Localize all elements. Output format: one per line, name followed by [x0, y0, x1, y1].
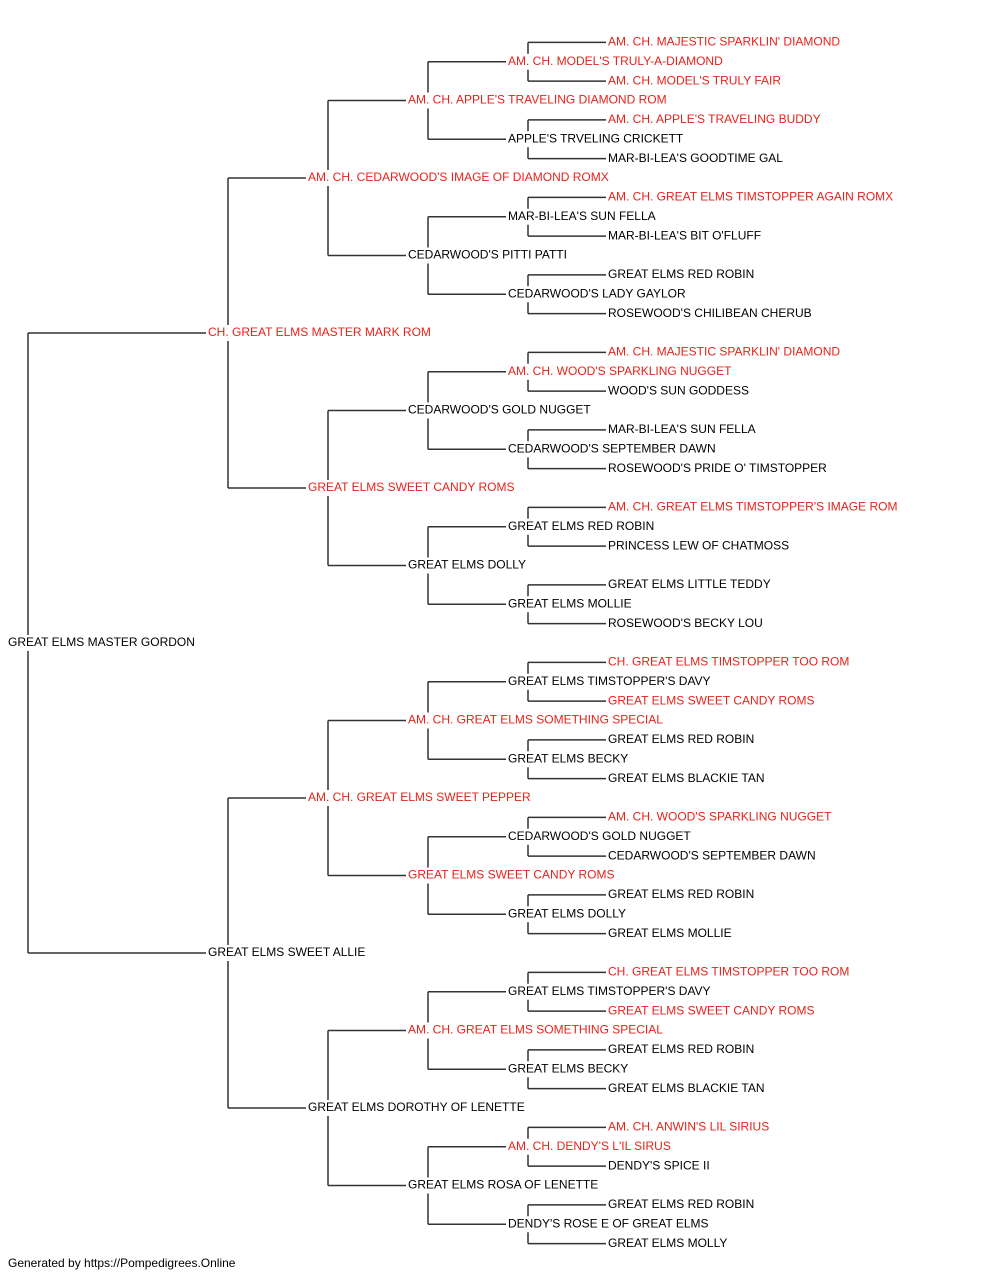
pedigree-name: CEDARWOOD'S SEPTEMBER DAWN	[608, 848, 816, 862]
pedigree-name: DENDY'S SPICE II	[608, 1158, 710, 1172]
pedigree-name: ROSEWOOD'S CHILIBEAN CHERUB	[608, 306, 812, 320]
pedigree-name: AM. CH. APPLE'S TRAVELING BUDDY	[608, 112, 821, 126]
pedigree-name: AM. CH. GREAT ELMS SWEET PEPPER	[308, 790, 531, 804]
pedigree-name: MAR-BI-LEA'S GOODTIME GAL	[608, 151, 783, 165]
pedigree-name: AM. CH. GREAT ELMS SOMETHING SPECIAL	[408, 713, 663, 727]
pedigree-name: AM. CH. MODEL'S TRULY-A-DIAMOND	[508, 54, 723, 68]
pedigree-name: GREAT ELMS DOLLY	[408, 558, 526, 572]
pedigree-name: AM. CH. WOOD'S SPARKLING NUGGET	[508, 364, 732, 378]
pedigree-name: WOOD'S SUN GODDESS	[608, 383, 749, 397]
pedigree-name: GREAT ELMS RED ROBIN	[608, 267, 754, 281]
pedigree-name: MAR-BI-LEA'S BIT O'FLUFF	[608, 228, 761, 242]
pedigree-name: GREAT ELMS RED ROBIN	[508, 519, 654, 533]
pedigree-name: GREAT ELMS RED ROBIN	[608, 1042, 754, 1056]
pedigree-name: GREAT ELMS BLACKIE TAN	[608, 1081, 765, 1095]
pedigree-name: PRINCESS LEW OF CHATMOSS	[608, 538, 789, 552]
pedigree-name: GREAT ELMS TIMSTOPPER'S DAVY	[508, 984, 711, 998]
pedigree-name: GREAT ELMS RED ROBIN	[608, 887, 754, 901]
pedigree-name: GREAT ELMS SWEET CANDY ROMS	[608, 1003, 814, 1017]
pedigree-name: AM. CH. GREAT ELMS TIMSTOPPER AGAIN ROMX	[608, 190, 893, 204]
pedigree-name: DENDY'S ROSE E OF GREAT ELMS	[508, 1216, 709, 1230]
pedigree-name: CEDARWOOD'S PITTI PATTI	[408, 248, 567, 262]
pedigree-name: AM. CH. CEDARWOOD'S IMAGE OF DIAMOND ROM…	[308, 170, 609, 184]
pedigree-name: CH. GREAT ELMS MASTER MARK ROM	[208, 325, 431, 339]
pedigree-name: CEDARWOOD'S GOLD NUGGET	[508, 829, 691, 843]
pedigree-name: GREAT ELMS DOROTHY OF LENETTE	[308, 1100, 525, 1114]
pedigree-name: GREAT ELMS TIMSTOPPER'S DAVY	[508, 674, 711, 688]
pedigree-name: CH. GREAT ELMS TIMSTOPPER TOO ROM	[608, 965, 849, 979]
pedigree-name: GREAT ELMS ROSA OF LENETTE	[408, 1178, 598, 1192]
pedigree-name: GREAT ELMS MASTER GORDON	[8, 635, 195, 649]
pedigree-name: CEDARWOOD'S LADY GAYLOR	[508, 286, 686, 300]
pedigree-name: MAR-BI-LEA'S SUN FELLA	[608, 422, 756, 436]
pedigree-name: AM. CH. MODEL'S TRULY FAIR	[608, 73, 781, 87]
pedigree-name: GREAT ELMS SWEET ALLIE	[208, 945, 365, 959]
pedigree-name: GREAT ELMS RED ROBIN	[608, 732, 754, 746]
pedigree-name: GREAT ELMS SWEET CANDY ROMS	[608, 693, 814, 707]
pedigree-name: AM. CH. APPLE'S TRAVELING DIAMOND ROM	[408, 93, 667, 107]
pedigree-name: AM. CH. ANWIN'S LIL SIRIUS	[608, 1120, 769, 1134]
pedigree-name: GREAT ELMS LITTLE TEDDY	[608, 577, 771, 591]
pedigree-name: APPLE'S TRVELING CRICKETT	[508, 131, 684, 145]
pedigree-name: GREAT ELMS DOLLY	[508, 906, 626, 920]
footer-credit: Generated by https://Pompedigrees.Online	[8, 1256, 236, 1270]
pedigree-name: GREAT ELMS MOLLY	[608, 1236, 727, 1250]
pedigree-name: AM. CH. DENDY'S L'IL SIRUS	[508, 1139, 671, 1153]
pedigree-name: AM. CH. GREAT ELMS SOMETHING SPECIAL	[408, 1023, 663, 1037]
pedigree-name: MAR-BI-LEA'S SUN FELLA	[508, 209, 656, 223]
pedigree-name: GREAT ELMS MOLLIE	[608, 926, 732, 940]
pedigree-name: GREAT ELMS SWEET CANDY ROMS	[408, 868, 614, 882]
pedigree-name: GREAT ELMS BLACKIE TAN	[608, 771, 765, 785]
pedigree-name: CEDARWOOD'S SEPTEMBER DAWN	[508, 441, 716, 455]
pedigree-name: GREAT ELMS BECKY	[508, 751, 628, 765]
pedigree-name: GREAT ELMS MOLLIE	[508, 596, 632, 610]
pedigree-name: ROSEWOOD'S BECKY LOU	[608, 616, 763, 630]
pedigree-name: GREAT ELMS RED ROBIN	[608, 1197, 754, 1211]
pedigree-name: CH. GREAT ELMS TIMSTOPPER TOO ROM	[608, 655, 849, 669]
pedigree-name: AM. CH. WOOD'S SPARKLING NUGGET	[608, 810, 832, 824]
pedigree-name: AM. CH. MAJESTIC SPARKLIN' DIAMOND	[608, 35, 840, 49]
pedigree-name: AM. CH. MAJESTIC SPARKLIN' DIAMOND	[608, 345, 840, 359]
pedigree-name: GREAT ELMS BECKY	[508, 1061, 628, 1075]
pedigree-name: AM. CH. GREAT ELMS TIMSTOPPER'S IMAGE RO…	[608, 500, 897, 514]
pedigree-name: GREAT ELMS SWEET CANDY ROMS	[308, 480, 514, 494]
pedigree-name: ROSEWOOD'S PRIDE O' TIMSTOPPER	[608, 461, 827, 475]
pedigree-name: CEDARWOOD'S GOLD NUGGET	[408, 403, 591, 417]
